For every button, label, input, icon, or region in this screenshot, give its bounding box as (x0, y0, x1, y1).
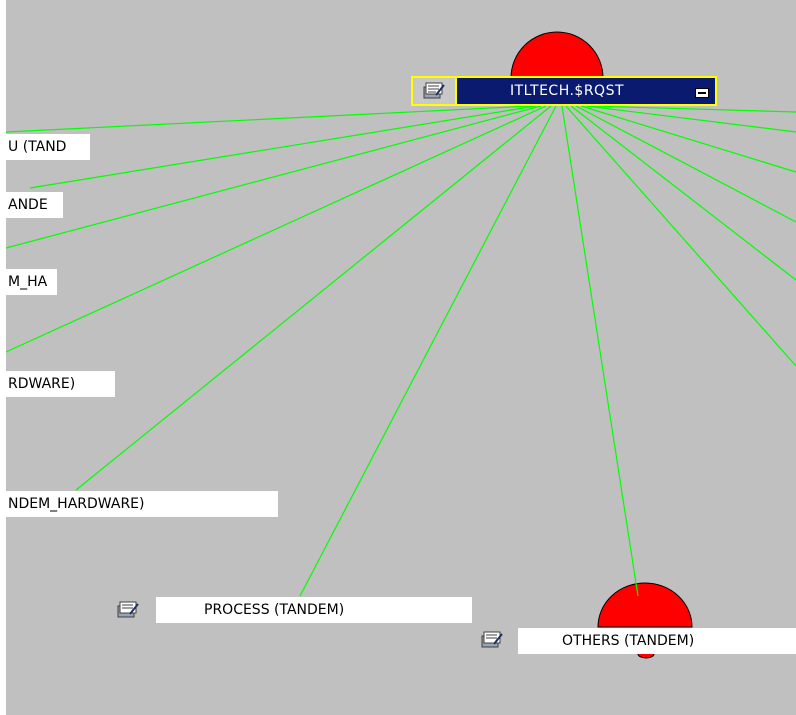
node-label-text: OTHERS (TANDEM) (562, 633, 695, 649)
topology-canvas[interactable]: ITLTECH.$RQST U (TAND ANDE M_HA RDWARE) … (6, 0, 796, 715)
root-alert-marker (510, 31, 604, 79)
edge-layer (6, 31, 796, 659)
node-label-text: RDWARE) (8, 376, 76, 392)
edge (6, 105, 542, 249)
collapse-icon[interactable] (695, 88, 709, 98)
edge (575, 105, 796, 223)
node-label-text: PROCESS (TANDEM) (204, 602, 345, 618)
others-node-icon[interactable] (480, 630, 504, 650)
process-node-icon[interactable] (116, 600, 140, 620)
root-title: ITLTECH.$RQST (509, 83, 625, 99)
edge (590, 105, 796, 113)
node-label-text: M_HA (8, 274, 48, 290)
node-label-5[interactable]: NDEM_HARDWARE) (6, 491, 278, 517)
node-label-text: ANDE (8, 197, 48, 213)
edge (6, 105, 547, 353)
edge (565, 105, 796, 367)
edge (75, 105, 552, 491)
edge (585, 105, 796, 133)
edge (570, 105, 796, 281)
root-node[interactable]: ITLTECH.$RQST (411, 76, 717, 106)
edge (561, 105, 639, 597)
node-label-2[interactable]: ANDE (6, 192, 63, 218)
process-node-label[interactable]: PROCESS (TANDEM) (156, 597, 472, 623)
edge (29, 105, 537, 189)
node-label-text: NDEM_HARDWARE) (8, 496, 145, 512)
edge (299, 105, 557, 597)
service-icon (422, 81, 446, 101)
others-alert-marker (597, 582, 693, 628)
others-node-label[interactable]: OTHERS (TANDEM) (518, 628, 796, 654)
node-label-4[interactable]: RDWARE) (6, 371, 115, 397)
edge (6, 105, 532, 133)
node-label-3[interactable]: M_HA (6, 269, 57, 295)
node-label-text: U (TAND (8, 139, 67, 155)
root-icon-cell (413, 78, 457, 104)
node-label-1[interactable]: U (TAND (6, 134, 90, 160)
edge (580, 105, 796, 173)
